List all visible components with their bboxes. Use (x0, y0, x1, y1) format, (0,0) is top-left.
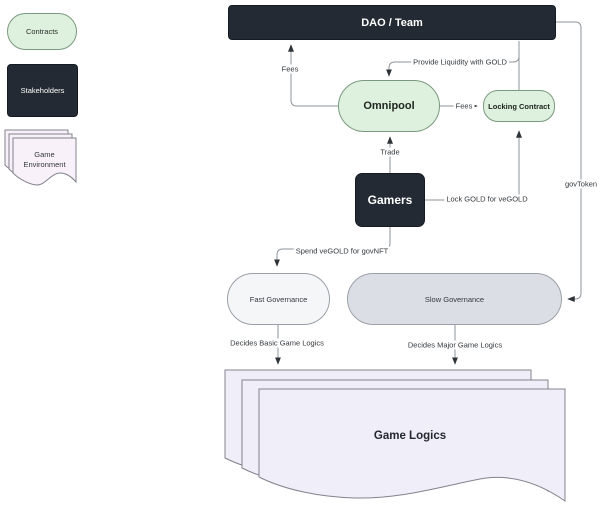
edge-label-lock-gold: Lock GOLD for veGOLD (444, 194, 530, 204)
edge-label-fees-right: Fees (453, 101, 475, 111)
edge-lock-gold-gamers-to-locking (425, 130, 522, 201)
edge-fees-omnipool-to-dao (288, 44, 338, 107)
game-logics-doc-front (258, 388, 566, 502)
game-logics-shape (224, 369, 566, 502)
node-game-logics-label: Game Logics (373, 430, 447, 442)
node-gamers: Gamers (355, 173, 425, 227)
legend-stakeholders: Stakeholders (7, 64, 78, 117)
node-dao-team: DAO / Team (228, 5, 556, 40)
edge-label-decides-major: Decides Major Game Logics (405, 340, 505, 350)
edge-label-fees-left: Fees (279, 64, 301, 74)
node-omnipool: Omnipool (338, 80, 440, 132)
node-slow-governance: Slow Governance (347, 273, 562, 325)
edge-label-spend-vegold: Spend veGOLD for govNFT (293, 246, 391, 256)
edge-label-govtoken: govToken (562, 179, 600, 189)
edge-label-provide-liquidity: Provide Liquidity with GOLD (411, 57, 509, 67)
game-environment-shape (4, 129, 77, 186)
node-locking-contract: Locking Contract (483, 90, 555, 122)
edge-govtoken-dao-to-slowgov (556, 21, 582, 302)
legend-contracts: Contracts (7, 13, 77, 50)
env-doc-front (12, 137, 77, 186)
node-fast-governance: Fast Governance (227, 273, 330, 325)
legend-game-environment-label: Game Environment (23, 149, 66, 169)
edge-label-trade: Trade (378, 147, 402, 157)
edge-label-decides-basic: Decides Basic Game Logics (228, 338, 326, 348)
